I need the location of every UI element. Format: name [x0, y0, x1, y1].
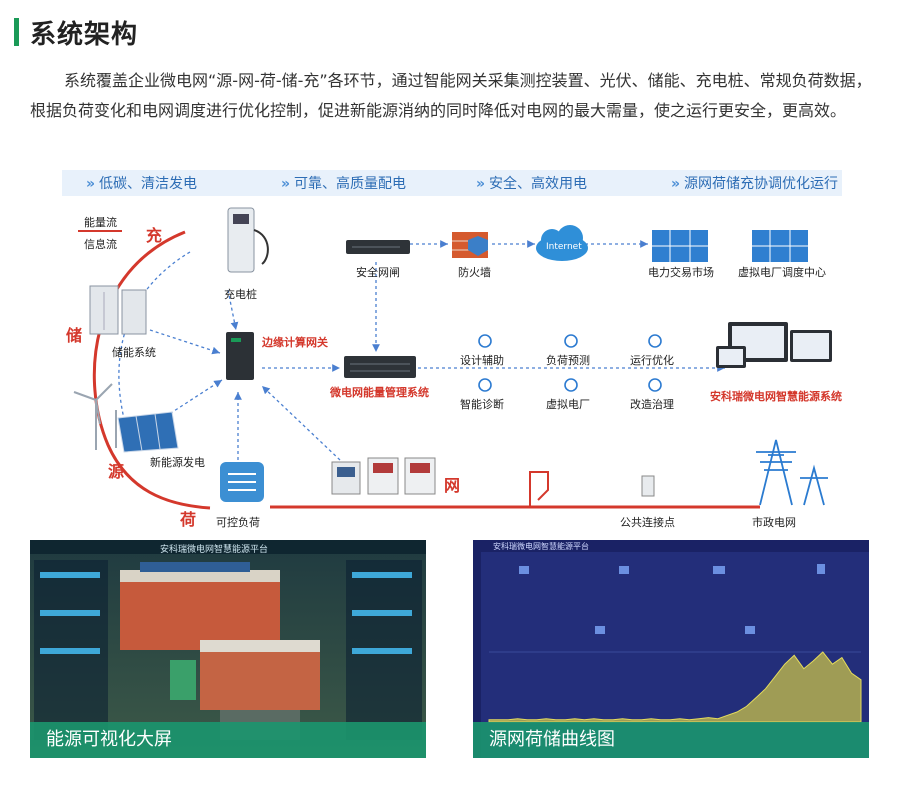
- visualization-screen-image: 安科瑞微电网智慧能源平台 能源可视化大屏: [30, 540, 426, 758]
- internet-cloud-icon: [536, 225, 588, 261]
- charger-icon: [227, 207, 269, 273]
- curve-caption: 源网荷储曲线图: [473, 722, 869, 758]
- section-title: 系统架构: [30, 20, 139, 50]
- energy-arc: [92, 230, 211, 510]
- ems-server-icon: [344, 356, 416, 378]
- gateway-icon: [226, 332, 254, 380]
- function-icons: [478, 334, 662, 392]
- controllable-load-label: 可控负荷: [216, 516, 260, 529]
- pcc-meter-icon: [641, 475, 655, 497]
- gateway-label: 边缘计算网关: [262, 336, 328, 349]
- power-trading-label: 电力交易市场: [648, 266, 714, 279]
- visualization-caption: 能源可视化大屏: [30, 722, 426, 758]
- function-design-assist: 设计辅助: [460, 354, 504, 367]
- pcc-label: 公共连接点: [620, 516, 675, 529]
- legend-info-flow: 信息流: [84, 238, 117, 251]
- wind-turbine-icon: [73, 383, 117, 450]
- platform-label: 安科瑞微电网智慧能源系统: [710, 390, 842, 403]
- banner-item: »源网荷储充协调优化运行: [671, 176, 839, 192]
- controllable-load-icon: [220, 462, 264, 502]
- transmission-tower-icon: [756, 439, 828, 506]
- banner-item: »安全、高效用电: [476, 176, 588, 192]
- platform-screens-icon: [716, 322, 832, 368]
- vpp-center-icon: [752, 230, 808, 262]
- function-smart-diagnosis: 智能诊断: [460, 398, 504, 411]
- banner-item: »可靠、高质量配电: [281, 176, 407, 192]
- function-retrofit: 改造治理: [630, 398, 674, 411]
- curve-illustration: [473, 540, 869, 758]
- curve-screen-image: 安科瑞微电网智慧能源平台 源网荷储曲线图: [473, 540, 869, 758]
- firewall-icon: [452, 232, 488, 258]
- function-load-forecast: 负荷预测: [546, 354, 590, 367]
- power-trading-icon: [652, 230, 708, 262]
- label-grid: 网: [444, 476, 461, 495]
- architecture-diagram: [73, 207, 832, 510]
- firewall-label: 防火墙: [458, 266, 491, 279]
- security-gateway-label: 安全网闸: [356, 266, 400, 279]
- solar-panel-icon: [117, 411, 179, 453]
- charger-label: 充电桩: [224, 288, 257, 301]
- function-virtual-plant: 虚拟电厂: [546, 398, 590, 411]
- label-load: 荷: [180, 510, 197, 529]
- internet-label: Internet: [546, 242, 582, 252]
- municipal-grid-label: 市政电网: [752, 516, 796, 529]
- goal-banner: »低碳、清洁发电 »可靠、高质量配电 »安全、高效用电 »源网荷储充协调优化运行: [62, 170, 842, 196]
- curve-area: [488, 651, 862, 723]
- energy-arc-dotted: [118, 251, 191, 441]
- legend-energy-flow: 能量流: [84, 216, 117, 229]
- pcc-switch: [529, 471, 549, 507]
- storage-label: 储能系统: [112, 346, 156, 359]
- storage-icon: [89, 285, 147, 335]
- vpp-center-label: 虚拟电厂调度中心: [738, 266, 826, 279]
- label-store: 储: [66, 326, 83, 345]
- label-source: 源: [108, 462, 125, 481]
- curve-header: 安科瑞微电网智慧能源平台: [493, 542, 589, 551]
- meter-devices-icon: [331, 457, 436, 495]
- function-operation-optimize: 运行优化: [630, 354, 674, 367]
- renewable-label: 新能源发电: [150, 456, 205, 469]
- visualization-illustration: [30, 540, 426, 758]
- security-gateway-icon: [346, 240, 410, 254]
- ems-label: 微电网能量管理系统: [330, 386, 429, 399]
- intro-paragraph: 系统覆盖企业微电网“源-网-荷-储-充”各环节，通过智能网关采集测控装置、光伏、…: [30, 71, 872, 120]
- curve-series: [488, 651, 862, 723]
- visualization-header: 安科瑞微电网智慧能源平台: [160, 545, 269, 555]
- banner-item: »低碳、清洁发电: [86, 176, 198, 192]
- label-charge: 充: [146, 226, 163, 245]
- legend-energy-line: [78, 230, 122, 232]
- title-accent-bar: [14, 18, 19, 46]
